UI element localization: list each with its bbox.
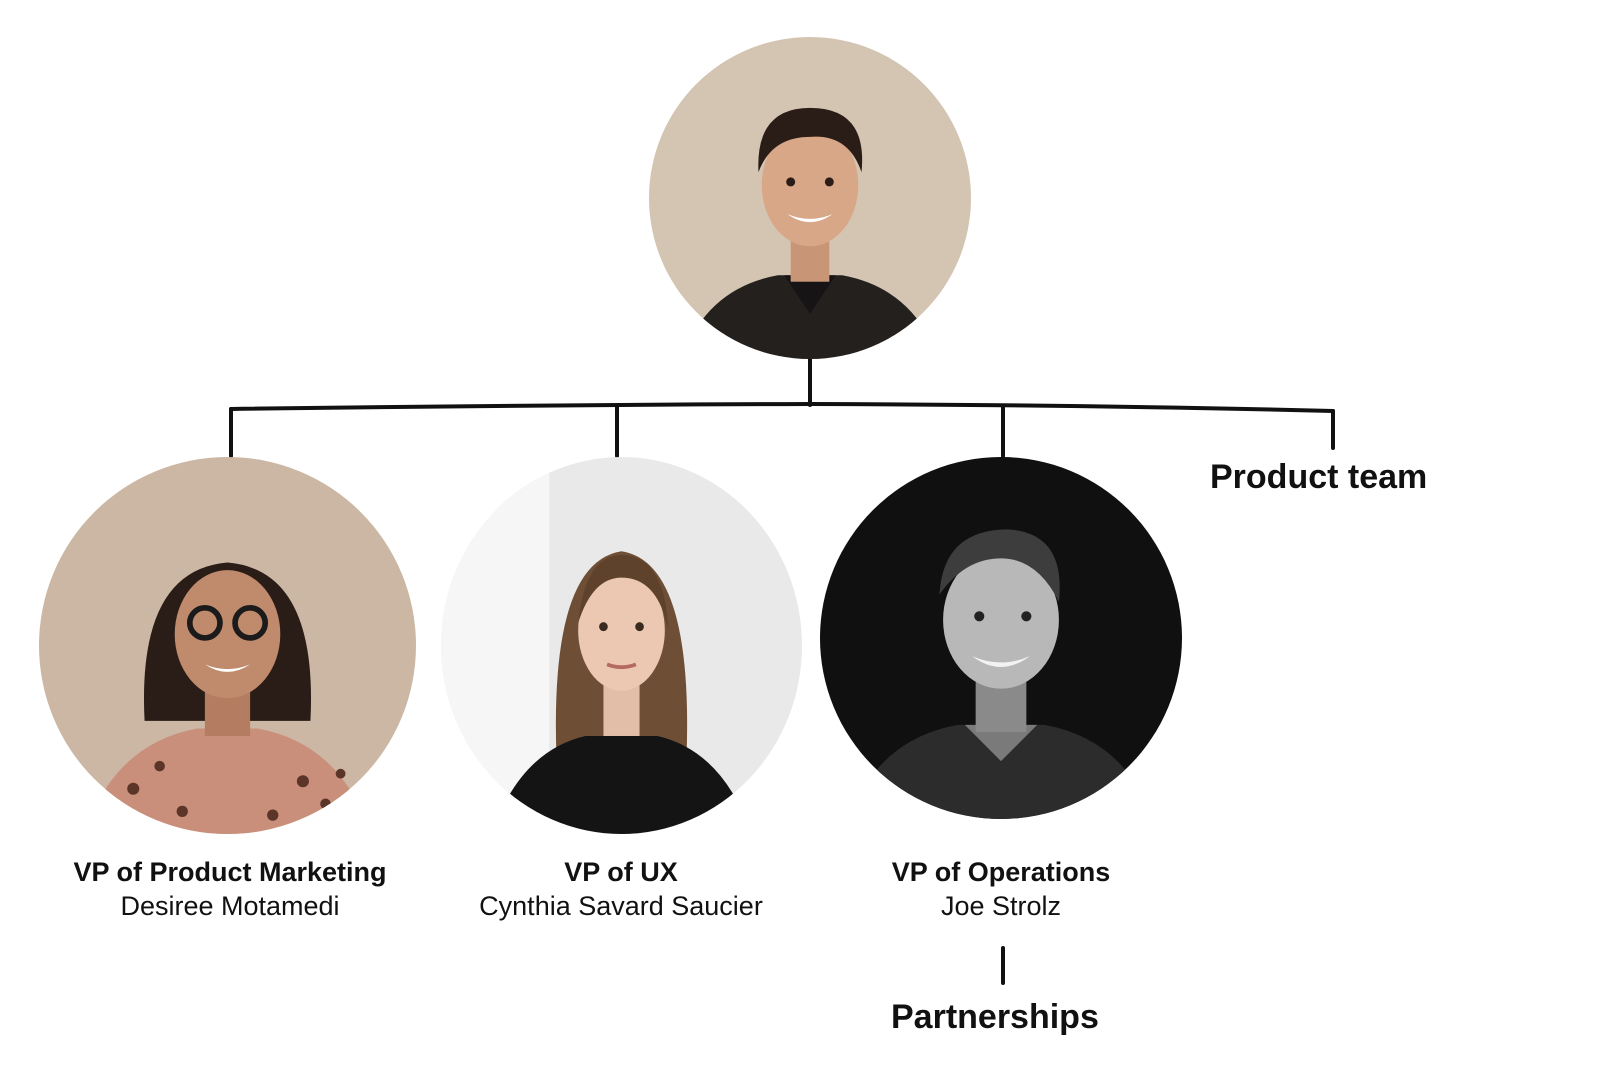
person-photo-icon: [820, 457, 1182, 819]
person-photo-icon: [441, 457, 802, 834]
product-team-label: Product team: [1210, 458, 1428, 496]
partnerships-label: Partnerships: [891, 998, 1099, 1036]
person-photo-icon: [649, 37, 971, 359]
person-title: VP of UX: [564, 857, 678, 887]
connector-horizontal-bar: [229, 401, 1335, 413]
avatar-joe: [820, 457, 1182, 819]
person-name: Cynthia Savard Saucier: [479, 891, 763, 921]
person-photo-icon: [39, 457, 416, 834]
person-title: VP of Operations: [891, 857, 1111, 887]
person-card-joe: VP of Operations Joe Strolz: [811, 855, 1191, 923]
avatar-desiree: [39, 457, 416, 834]
person-name: Joe Strolz: [940, 891, 1062, 921]
avatar-root: [649, 37, 971, 359]
avatar-cynthia: [441, 457, 802, 834]
person-card-cynthia: VP of UX Cynthia Savard Saucier: [431, 855, 811, 923]
person-name: Desiree Motamedi: [120, 891, 340, 921]
person-title: VP of Product Marketing: [73, 857, 387, 887]
person-card-desiree: VP of Product Marketing Desiree Motamedi: [40, 855, 420, 923]
